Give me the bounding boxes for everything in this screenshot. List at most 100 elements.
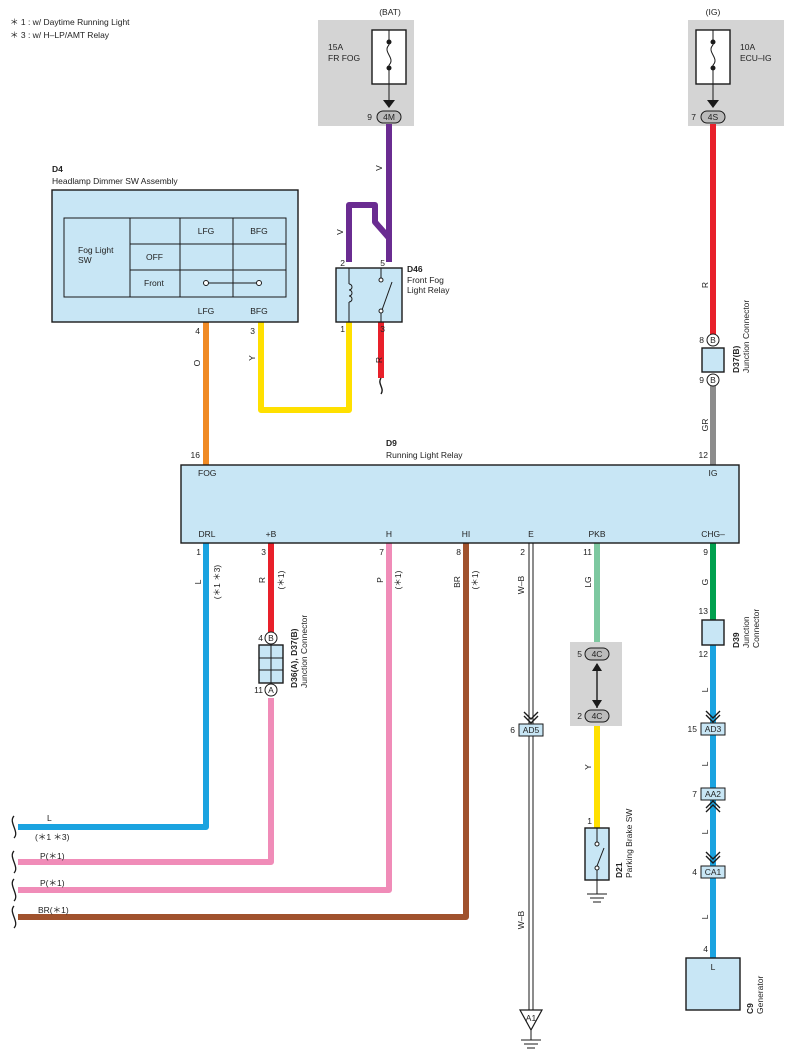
d37b-pin-top-circle xyxy=(706,333,720,347)
d9-pin-ig-name: IG xyxy=(709,468,718,478)
connector-ca1-label: CA1 xyxy=(705,867,722,877)
d46-name-1: Front Fog xyxy=(407,275,444,285)
d39-pin-bottom: 12 xyxy=(699,649,709,659)
d9-pin-h-num: 7 xyxy=(379,547,384,557)
wire-break-icon xyxy=(11,878,17,902)
switch-icon xyxy=(596,847,605,867)
connector-ca1-pin: 4 xyxy=(692,867,697,877)
wire-label-h: P xyxy=(375,577,385,583)
wire-label-pkb: LG xyxy=(583,576,593,587)
d39-id: D39 xyxy=(731,632,741,648)
wire-break-icon xyxy=(379,377,383,395)
chevron-down-icon xyxy=(523,715,539,724)
d36-pin-bottom-circle xyxy=(264,683,278,697)
connector-aa2-pin: 7 xyxy=(692,789,697,799)
d9-pin-hi-num: 8 xyxy=(456,547,461,557)
fuse-bat-element-icon xyxy=(386,44,392,66)
connector-ad5-pin: 6 xyxy=(510,725,515,735)
d4-row-label-1: Fog Light xyxy=(78,245,114,255)
chevron-down-icon xyxy=(705,851,721,860)
d36-name: Junction Connector xyxy=(299,615,309,688)
wire-label-b: R xyxy=(257,577,267,583)
d9-pin-fog-name: FOG xyxy=(198,468,216,478)
d46-front-fog-light-relay: 2 5 1 3 D46 Front Fog Light Relay V V R xyxy=(335,165,450,363)
d4-col-lfg: LFG xyxy=(198,226,215,236)
wire-break-icon xyxy=(11,815,17,839)
d36-junction-connector: B 4 A 11 D36(A), D37(B) Junction Connect… xyxy=(254,615,309,697)
d4-headlamp-dimmer-sw: D4 Headlamp Dimmer SW Assembly Fog Light… xyxy=(51,164,299,366)
wire-label-v-left: V xyxy=(335,229,345,235)
d39-name-2: Connector xyxy=(751,609,761,648)
d4-table xyxy=(63,217,287,298)
d37b-letter-bottom: B xyxy=(710,375,716,385)
wire-label-l-1: L xyxy=(700,687,710,692)
d4-pin-bfg-name: BFG xyxy=(250,306,267,316)
connector-4c-top-label: 4C xyxy=(592,649,603,659)
relay-coil-icon xyxy=(348,283,353,303)
wire-label-v-right: V xyxy=(374,165,384,171)
wires xyxy=(18,124,716,958)
connector-4m-pin: 9 xyxy=(367,112,372,122)
wire-note-b: (＊1) xyxy=(276,570,286,589)
wire-break-icon xyxy=(11,905,17,929)
d9-pin-pkb-name: PKB xyxy=(588,529,605,539)
fuse-fr-fog: (BAT) 15A FR FOG 4M 9 xyxy=(318,7,414,126)
wire-note-h: (＊1) xyxy=(393,570,403,589)
d9-pin-b-num: 3 xyxy=(261,547,266,557)
wire-label-r-relay: R xyxy=(374,357,384,363)
d36-pin-top: 4 xyxy=(258,633,263,643)
wire-label-y-pkb: Y xyxy=(583,764,593,770)
wire-wb-ground xyxy=(528,543,534,1012)
d9-pin-chg-name: CHG– xyxy=(701,529,725,539)
d9-pin-e-num: 2 xyxy=(520,547,525,557)
connector-4c-top-pin: 5 xyxy=(577,649,582,659)
note-1: ＊ 1 : w/ Daytime Running Light xyxy=(10,17,130,27)
wire-label-y: Y xyxy=(247,355,257,361)
wire-yellow-bfg xyxy=(258,322,352,413)
fuse-bat-terminal-bottom xyxy=(386,65,392,71)
d9-pin-fog-num: 16 xyxy=(191,450,201,460)
d37b-name: Junction Connector xyxy=(741,300,751,373)
wire-blue-drl xyxy=(18,543,209,830)
wire-break-icon xyxy=(11,850,17,874)
d9-pin-chg-num: 9 xyxy=(703,547,708,557)
d37b-pin-top: 8 xyxy=(699,335,704,345)
wire-label-wb: W–B xyxy=(516,910,526,929)
arrow-down-icon xyxy=(592,700,602,708)
d9-pin-h-name: H xyxy=(386,529,392,539)
d21-name: Parking Brake SW xyxy=(624,809,634,878)
connector-4m-label: 4M xyxy=(383,112,395,122)
fuse-bat-terminal-top xyxy=(386,39,392,45)
c9-terminal: L xyxy=(711,962,716,972)
fuse-ig-terminal-bottom xyxy=(710,65,716,71)
wire-note-hi: (＊1) xyxy=(470,570,480,589)
d37b-id: D37(B) xyxy=(731,345,741,373)
wire-pink-1 xyxy=(18,698,274,865)
connector-aa2 xyxy=(700,787,726,801)
d37b-box xyxy=(701,347,725,373)
wire-label-l-3: L xyxy=(700,829,710,834)
exit-label-brown: BR(＊1) xyxy=(38,905,69,915)
d46-name-2: Light Relay xyxy=(407,285,450,295)
d36-letter-bottom: A xyxy=(268,685,274,695)
left-exit-labels: L (＊1 ＊3) P(＊1) P(＊1) BR(＊1) xyxy=(35,813,70,915)
d4-name: Headlamp Dimmer SW Assembly xyxy=(52,176,178,186)
note-2: ＊ 3 : w/ H–LP/AMT Relay xyxy=(10,30,110,40)
wire-label-l-2: L xyxy=(700,761,710,766)
wire-label-gr: GR xyxy=(700,419,710,432)
wire-pink-h xyxy=(18,543,392,893)
exit-note-blue: (＊1 ＊3) xyxy=(35,832,70,842)
d21-parking-brake-sw: 1 D21 Parking Brake SW xyxy=(584,809,634,903)
relay-switch-icon xyxy=(381,281,393,311)
connector-ad3 xyxy=(700,722,726,736)
d39-pin-top: 13 xyxy=(699,606,709,616)
d36-letter-top: B xyxy=(268,633,274,643)
d39-name-1: Junction xyxy=(741,616,751,648)
ig-label: (IG) xyxy=(706,7,721,17)
left-exit-marks xyxy=(11,815,17,929)
d46-pin-1: 1 xyxy=(340,324,345,334)
connector-4s-pin: 7 xyxy=(691,112,696,122)
chevron-up-icon xyxy=(705,804,721,813)
c9-id: C9 xyxy=(745,1003,755,1014)
arrow-up-icon xyxy=(592,663,602,671)
